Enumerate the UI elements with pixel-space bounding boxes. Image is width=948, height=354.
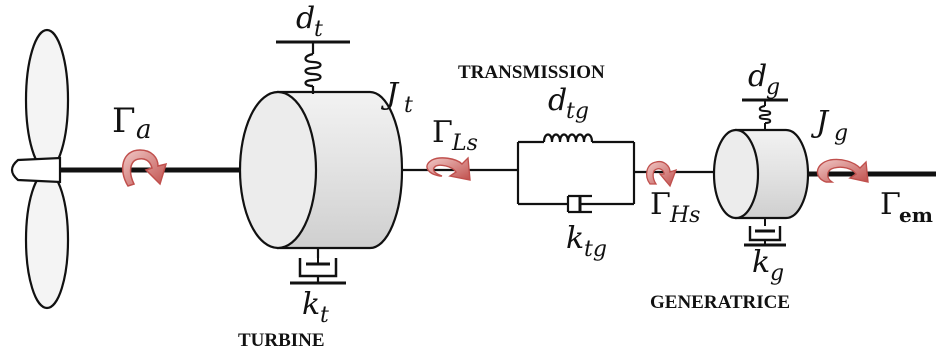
turbine-dashpot-kt: [290, 248, 346, 285]
svg-text:g: g: [834, 121, 848, 146]
turbine-caption: TURBINE: [238, 330, 325, 351]
gamma-hs-label: Γ Hs: [650, 187, 700, 228]
gamma-ls-label: Γ Ls: [432, 115, 478, 156]
generator-dashpot-kg: [744, 218, 786, 247]
gamma-em-label: Γ em: [880, 187, 933, 227]
svg-text:em: em: [899, 203, 933, 227]
svg-text:g: g: [770, 261, 784, 286]
k-tg-label: k tg: [566, 221, 607, 262]
generator-cylinder: [712, 128, 810, 220]
svg-text:g: g: [766, 75, 780, 100]
d-tg-label: d tg: [548, 83, 589, 124]
propeller-icon: [10, 28, 70, 310]
generator-spring-dg: [742, 98, 788, 131]
svg-text:k: k: [566, 221, 584, 256]
svg-text:t: t: [314, 17, 323, 42]
svg-text:k: k: [752, 245, 770, 280]
d-t-label: d t: [296, 1, 323, 42]
svg-text:Ls: Ls: [451, 131, 478, 156]
svg-text:Γ: Γ: [112, 101, 136, 141]
k-g-label: k g: [752, 245, 784, 286]
svg-text:d: d: [748, 59, 767, 94]
transmission-frame: [516, 133, 636, 214]
j-g-label: J g: [810, 105, 848, 146]
svg-text:t: t: [404, 93, 413, 118]
gamma-a-label: Γ a: [112, 101, 152, 145]
torque-arrow-gamma-a-icon: [121, 149, 168, 187]
svg-text:Γ: Γ: [432, 115, 453, 150]
svg-text:k: k: [302, 287, 320, 322]
svg-text:Γ: Γ: [880, 187, 901, 222]
svg-text:d: d: [296, 1, 315, 36]
svg-text:a: a: [136, 115, 152, 145]
k-t-label: k t: [302, 287, 329, 328]
svg-text:tg: tg: [566, 99, 589, 124]
generatrice-caption: GENERATRICE: [650, 292, 790, 313]
turbine-spring-dt: [276, 40, 350, 94]
svg-text:tg: tg: [584, 237, 607, 262]
turbine-cylinder: [238, 90, 404, 250]
d-g-label: d g: [748, 59, 780, 100]
torque-arrow-gamma-hs-icon: [645, 160, 678, 188]
transmission-caption: TRANSMISSION: [458, 62, 605, 83]
svg-text:Γ: Γ: [650, 187, 671, 222]
torque-arrow-gamma-em-icon: [816, 158, 869, 183]
torque-arrow-gamma-ls-icon: [426, 156, 471, 181]
svg-text:d: d: [548, 83, 567, 118]
svg-text:J: J: [810, 105, 830, 140]
svg-text:Hs: Hs: [669, 203, 700, 228]
svg-text:t: t: [320, 303, 329, 328]
